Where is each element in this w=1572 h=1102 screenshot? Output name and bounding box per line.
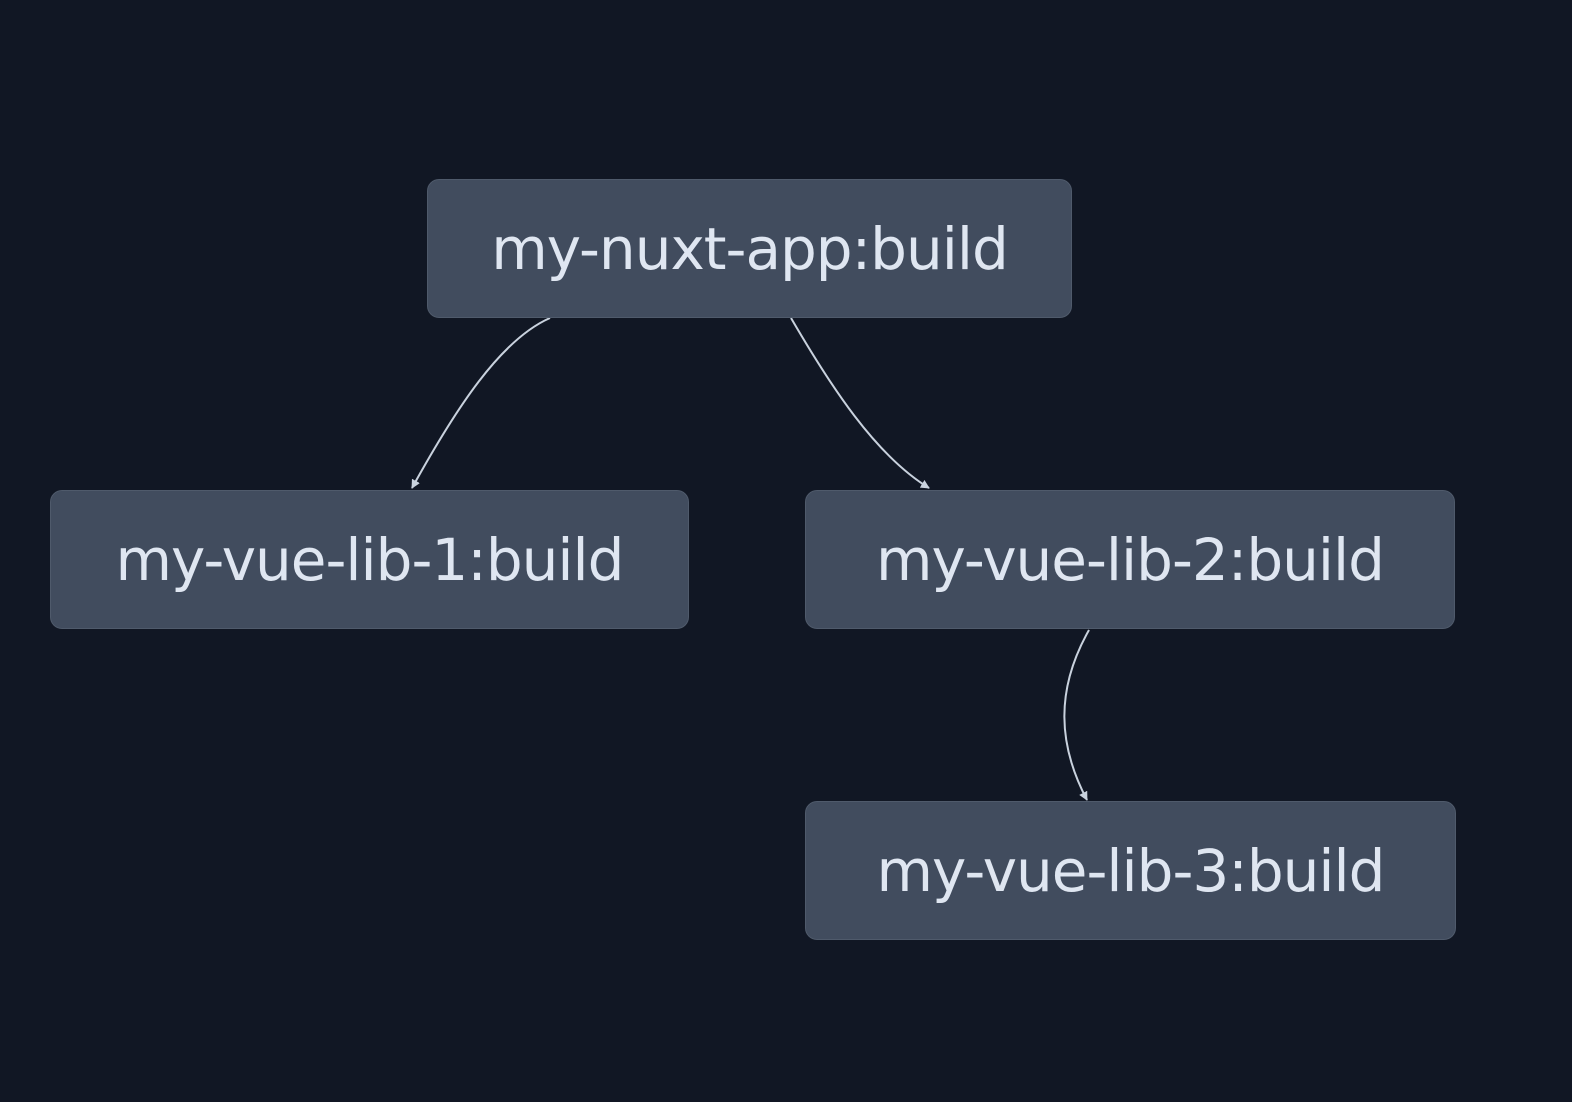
node-label: my-vue-lib-3:build [876, 836, 1386, 905]
node-my-vue-lib-2-build[interactable]: my-vue-lib-2:build [805, 490, 1455, 629]
node-my-vue-lib-3-build[interactable]: my-vue-lib-3:build [805, 801, 1456, 940]
node-label: my-nuxt-app:build [491, 214, 1009, 283]
edge-app-to-lib1 [411, 317, 551, 489]
node-label: my-vue-lib-2:build [876, 525, 1385, 594]
edge-app-to-lib2 [790, 317, 930, 489]
node-label: my-vue-lib-1:build [115, 525, 625, 594]
node-my-nuxt-app-build[interactable]: my-nuxt-app:build [427, 179, 1072, 318]
node-my-vue-lib-1-build[interactable]: my-vue-lib-1:build [50, 490, 689, 629]
edge-lib2-to-lib3 [1063, 629, 1090, 801]
